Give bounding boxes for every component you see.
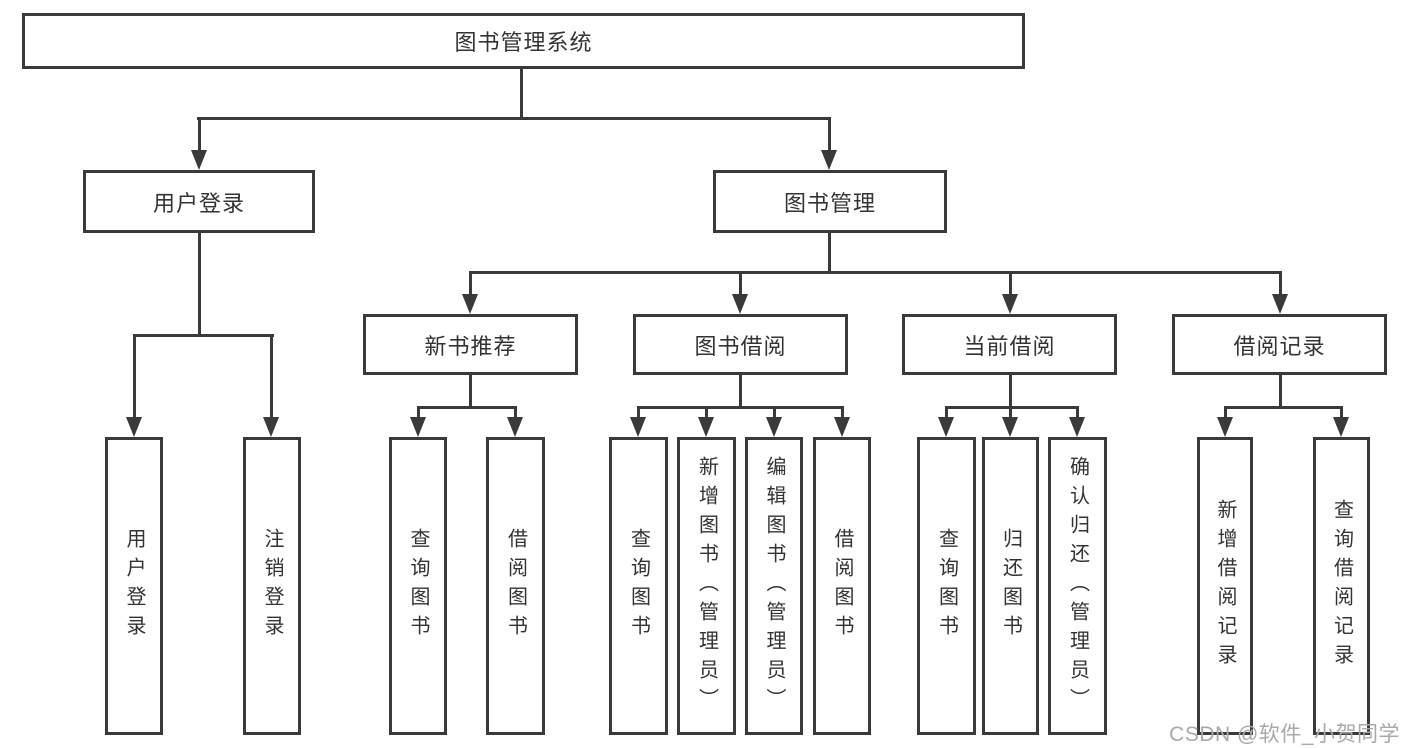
connector-stub-g3-4 bbox=[841, 407, 844, 419]
arrowhead-g5-1 bbox=[1217, 417, 1233, 437]
connector-records-trunk bbox=[1279, 375, 1282, 408]
node-user-login-label: 用户登录 bbox=[152, 190, 245, 216]
node-root-label: 图书管理系统 bbox=[454, 30, 593, 55]
leaf-return-books-label: 归还图书 bbox=[999, 528, 1022, 644]
connector-stub-login-leaf2 bbox=[270, 335, 273, 419]
leaf-edit-books-admin: 编辑图书（管理员） bbox=[745, 437, 803, 735]
node-current-borrowing-label: 当前借阅 bbox=[963, 333, 1056, 359]
leaf-user-login-label: 用户登录 bbox=[123, 528, 145, 644]
arrowhead-g3-3 bbox=[766, 417, 782, 437]
leaf-rec-borrow-books-label: 借阅图书 bbox=[504, 528, 527, 644]
leaf-borrow-query-books: 查询图书 bbox=[609, 437, 668, 735]
connector-current-rail bbox=[945, 406, 1079, 409]
leaf-query-borrow-record: 查询借阅记录 bbox=[1313, 437, 1370, 735]
connector-stub-g2-2 bbox=[514, 407, 517, 419]
arrowhead-g4-1 bbox=[938, 417, 954, 437]
csdn-watermark: CSDN @软件_小贺同学 bbox=[1169, 723, 1400, 746]
leaf-current-query-books: 查询图书 bbox=[917, 437, 976, 735]
leaf-add-borrow-record: 新增借阅记录 bbox=[1197, 437, 1253, 735]
leaf-borrow-books: 借阅图书 bbox=[813, 437, 871, 735]
connector-stub-new-rec bbox=[469, 272, 472, 296]
connector-stub-g4-3 bbox=[1076, 407, 1079, 419]
connector-stub-g3-1 bbox=[637, 407, 640, 419]
connector-stub-g3-2 bbox=[705, 407, 708, 419]
connector-stub-g4-1 bbox=[945, 407, 948, 419]
node-book-management-label: 图书管理 bbox=[783, 190, 876, 216]
connector-book-mgmt-trunk bbox=[828, 233, 831, 273]
leaf-edit-books-admin-label: 编辑图书（管理员） bbox=[763, 455, 785, 717]
arrowhead-g4-2 bbox=[1002, 417, 1018, 437]
connector-stub-g3-3 bbox=[773, 407, 776, 419]
connector-stub-login-leaf1 bbox=[133, 335, 136, 419]
leaf-rec-query-books: 查询图书 bbox=[389, 437, 447, 735]
arrowhead-g3-4 bbox=[834, 417, 850, 437]
leaf-query-borrow-record-label: 查询借阅记录 bbox=[1330, 499, 1353, 673]
arrowhead-records bbox=[1272, 294, 1288, 314]
leaf-user-login: 用户登录 bbox=[105, 437, 163, 735]
node-borrowing-records: 借阅记录 bbox=[1172, 314, 1387, 375]
leaf-add-borrow-record-label: 新增借阅记录 bbox=[1214, 499, 1236, 673]
node-book-borrowing-label: 图书借阅 bbox=[694, 333, 787, 359]
connector-level3-rail bbox=[469, 271, 1282, 274]
connector-stub-book-mgmt bbox=[828, 118, 831, 152]
arrowhead-book-mgmt bbox=[821, 150, 837, 170]
node-root: 图书管理系统 bbox=[22, 13, 1025, 69]
leaf-rec-query-books-label: 查询图书 bbox=[407, 528, 429, 644]
arrowhead-new-rec bbox=[462, 294, 478, 314]
leaf-borrow-books-label: 借阅图书 bbox=[831, 528, 853, 644]
connector-stub-records bbox=[1279, 272, 1282, 296]
node-borrowing-records-label: 借阅记录 bbox=[1233, 333, 1326, 359]
connector-current-trunk bbox=[1009, 375, 1012, 408]
connector-root-trunk bbox=[520, 68, 523, 118]
leaf-logout-label: 注销登录 bbox=[261, 528, 283, 644]
leaf-borrow-query-books-label: 查询图书 bbox=[627, 528, 650, 644]
connector-user-login-rail bbox=[133, 334, 274, 337]
leaf-add-books-admin: 新增图书（管理员） bbox=[677, 437, 736, 735]
node-new-book-recommend-label: 新书推荐 bbox=[424, 333, 517, 359]
connector-level2-rail bbox=[197, 117, 831, 120]
leaf-confirm-return-admin: 确认归还（管理员） bbox=[1048, 437, 1107, 735]
arrowhead-login-leaf2 bbox=[263, 417, 279, 437]
arrowhead-g3-2 bbox=[698, 417, 714, 437]
connector-records-rail bbox=[1224, 406, 1343, 409]
arrowhead-g2-1 bbox=[410, 417, 426, 437]
connector-new-rec-rail bbox=[417, 406, 517, 409]
leaf-logout: 注销登录 bbox=[243, 437, 301, 735]
leaf-return-books: 归还图书 bbox=[982, 437, 1039, 735]
arrowhead-borrowing bbox=[732, 294, 748, 314]
connector-stub-user-login bbox=[198, 118, 201, 152]
node-current-borrowing: 当前借阅 bbox=[902, 314, 1117, 375]
arrowhead-g4-3 bbox=[1069, 417, 1085, 437]
connector-user-login-trunk bbox=[198, 233, 201, 336]
leaf-confirm-return-admin-label: 确认归还（管理员） bbox=[1066, 455, 1089, 717]
connector-borrowing-trunk bbox=[739, 375, 742, 408]
arrowhead-current bbox=[1002, 294, 1018, 314]
node-new-book-recommend: 新书推荐 bbox=[363, 314, 578, 375]
connector-stub-g5-1 bbox=[1224, 407, 1227, 419]
arrowhead-user-login bbox=[191, 150, 207, 170]
arrowhead-g2-2 bbox=[507, 417, 523, 437]
node-book-borrowing: 图书借阅 bbox=[633, 314, 848, 375]
connector-stub-g4-2 bbox=[1009, 407, 1012, 419]
arrowhead-g5-2 bbox=[1333, 417, 1349, 437]
leaf-add-books-admin-label: 新增图书（管理员） bbox=[695, 455, 718, 717]
connector-new-rec-trunk bbox=[469, 375, 472, 408]
connector-borrowing-rail bbox=[637, 406, 844, 409]
connector-stub-g2-1 bbox=[417, 407, 420, 419]
connector-stub-borrowing bbox=[739, 272, 742, 296]
connector-stub-current bbox=[1009, 272, 1012, 296]
node-user-login: 用户登录 bbox=[83, 170, 315, 233]
arrowhead-g3-1 bbox=[630, 417, 646, 437]
connector-stub-g5-2 bbox=[1340, 407, 1343, 419]
leaf-rec-borrow-books: 借阅图书 bbox=[486, 437, 545, 735]
arrowhead-login-leaf1 bbox=[126, 417, 142, 437]
leaf-current-query-books-label: 查询图书 bbox=[935, 528, 958, 644]
node-book-management: 图书管理 bbox=[713, 170, 947, 233]
